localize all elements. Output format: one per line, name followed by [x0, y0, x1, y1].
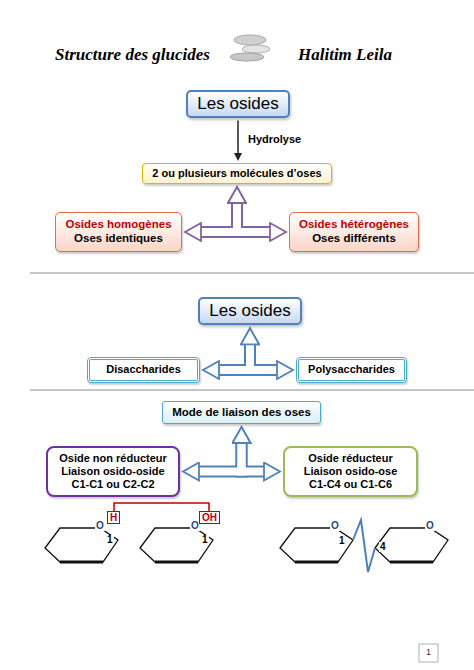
separator-line — [30, 272, 474, 273]
carbon-number: 1 — [106, 535, 114, 545]
ring-shape — [140, 528, 213, 562]
block-arrow-inner — [199, 443, 242, 472]
node-text: 2 ou plusieurs molécules d’oses — [152, 167, 321, 180]
node-text: Disaccharides — [106, 363, 181, 376]
block-arrow-inner — [237, 203, 270, 232]
node-text: C1-C4 ou C1-C6 — [309, 478, 392, 491]
node-text: Osides homogènes — [65, 218, 171, 232]
icon-shape — [242, 45, 270, 53]
node-text: Oside réducteur — [308, 452, 392, 465]
type-box: Oside non réducteurLiaison osido-osideC1… — [46, 446, 180, 497]
icon-shape — [230, 53, 264, 61]
author-name: Halitim Leila — [298, 45, 392, 65]
ring-shape — [45, 528, 118, 562]
node-text: Liaison osido-ose — [304, 465, 398, 478]
node-text: Les osides — [197, 94, 278, 114]
node-text: Oside non réducteur — [59, 452, 167, 465]
ring-oxygen: O — [425, 521, 435, 531]
node-text: Polysaccharides — [308, 363, 395, 376]
result-box: 2 ou plusieurs molécules d’oses — [142, 163, 332, 184]
arrow-line — [237, 120, 239, 153]
node-text: Liaison osido-oside — [61, 465, 164, 478]
block-arrow — [242, 443, 265, 472]
ring-bold-edge — [295, 560, 338, 563]
glycosidic-bond — [353, 520, 375, 572]
node-text: Oses identiques — [74, 232, 163, 246]
class-box: Polysaccharides — [296, 357, 407, 383]
page-number: 1 — [426, 647, 431, 658]
node-text: Oses différents — [312, 232, 396, 246]
ring-shape — [280, 528, 353, 562]
block-arrow — [237, 203, 270, 232]
carbon-number: 1 — [338, 536, 346, 546]
ring-bold-edge — [60, 560, 103, 563]
class-box: Disaccharides — [87, 357, 200, 383]
heading-box: Mode de liaison des oses — [162, 401, 321, 424]
icon-shape — [234, 35, 266, 45]
separator-line — [30, 389, 474, 390]
block-arrow-inner — [201, 203, 237, 232]
page-title: Structure des glucides — [55, 45, 210, 65]
connector-inner-group — [199, 203, 277, 472]
ring-oxygen: O — [330, 521, 340, 531]
carbon-number: 1 — [201, 535, 209, 545]
ring-shape — [375, 528, 448, 562]
bond-bracket — [114, 503, 209, 511]
ring-bold-edge — [390, 560, 433, 563]
node-text: Osides hétérogènes — [299, 218, 409, 232]
sugar-rings — [45, 528, 448, 562]
ring-oxygen: O — [95, 521, 105, 531]
block-arrow-inner — [242, 443, 265, 472]
carbon-number: 4 — [379, 542, 387, 552]
title-icon — [230, 35, 270, 61]
hydroxyl-group: OH — [199, 511, 220, 524]
category-box: Osides hétérogènesOses différents — [289, 212, 419, 252]
block-arrow-inner — [219, 344, 250, 370]
block-arrow — [250, 344, 277, 370]
node-text: C1-C1 ou C2-C2 — [71, 478, 154, 491]
edge-label: Hydrolyse — [246, 133, 303, 146]
title-box: Les osides — [186, 90, 290, 118]
page-number-frame — [419, 644, 438, 662]
ring-bold-edge — [155, 560, 198, 563]
type-box: Oside réducteurLiaison osido-oseC1-C4 ou… — [283, 446, 418, 497]
block-arrow — [199, 443, 242, 472]
node-text: Mode de liaison des oses — [172, 406, 311, 420]
category-box: Osides homogènesOses identiques — [55, 212, 182, 252]
title-box: Les osides — [198, 297, 302, 325]
hydroxyl-hydrogen: H — [107, 511, 120, 524]
block-arrow-inner — [250, 344, 277, 370]
node-text: Les osides — [209, 301, 290, 321]
